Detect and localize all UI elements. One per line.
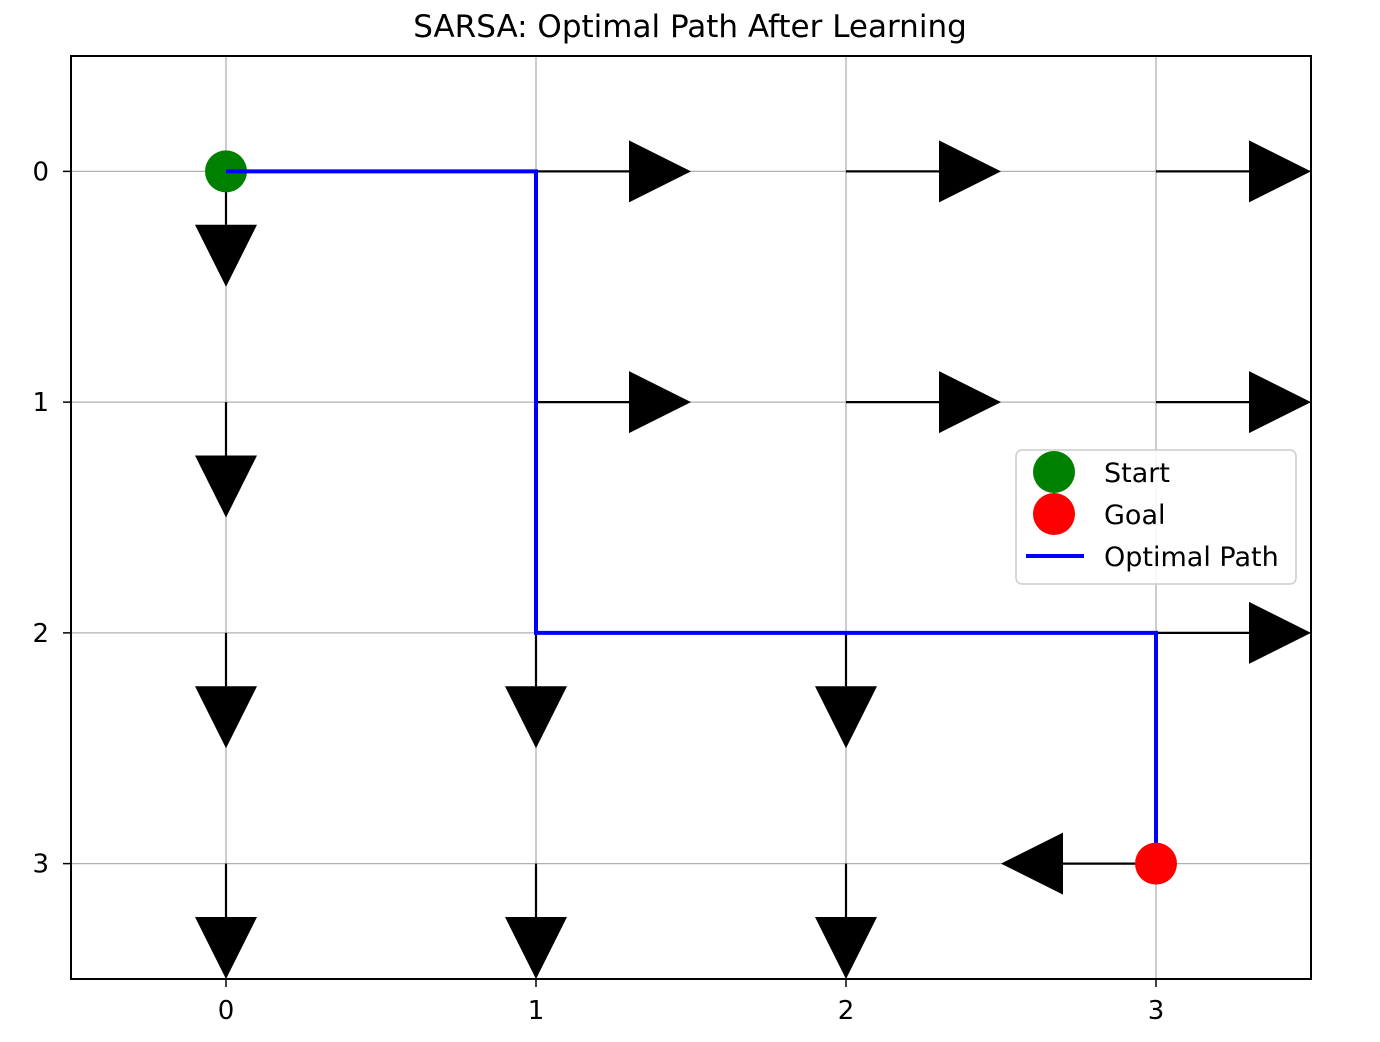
- arrow-head: [505, 686, 567, 749]
- optimal-path-line: [226, 169, 1158, 864]
- y-tick-label: 2: [32, 619, 49, 649]
- y-tick-label: 1: [32, 388, 49, 418]
- arrow-head: [195, 917, 257, 979]
- x-tick-label: 2: [838, 996, 855, 1026]
- policy-arrow: [1001, 832, 1156, 895]
- arrow-head: [195, 455, 257, 518]
- arrow-head: [195, 224, 257, 287]
- policy-arrow: [815, 632, 877, 749]
- arrow-head: [1249, 140, 1311, 203]
- arrow-head: [1249, 371, 1311, 434]
- x-tick-label: 1: [528, 996, 545, 1026]
- policy-arrow: [846, 140, 1001, 203]
- x-tick-label: 0: [218, 996, 235, 1026]
- legend-label: Goal: [1104, 500, 1166, 531]
- policy-arrow: [1156, 140, 1311, 203]
- chart-title: SARSA: Optimal Path After Learning: [413, 9, 967, 45]
- arrow-head: [1249, 601, 1311, 664]
- policy-arrow: [505, 632, 567, 749]
- goal-marker: [1135, 842, 1177, 885]
- policy-arrow: [815, 863, 877, 979]
- policy-arrow: [195, 632, 257, 749]
- arrow-head: [505, 917, 567, 979]
- arrow-head: [1001, 832, 1063, 895]
- policy-arrow: [1156, 601, 1311, 664]
- axis-ticks: 0 1 2 3 0 1 2 3: [32, 157, 1164, 1026]
- policy-arrows: [195, 140, 1311, 979]
- policy-arrow: [195, 402, 257, 518]
- arrow-head: [939, 140, 1001, 203]
- plot-frame: [70, 55, 1312, 980]
- legend-entry: Goal: [1033, 493, 1166, 535]
- arrow-head: [939, 371, 1001, 434]
- arrow-head: [629, 140, 691, 203]
- y-tick-label: 0: [32, 157, 49, 187]
- policy-arrow: [846, 371, 1001, 434]
- arrow-head: [815, 917, 877, 979]
- policy-arrow: [195, 863, 257, 979]
- policy-arrow: [536, 371, 691, 434]
- x-tick-label: 3: [1148, 996, 1165, 1026]
- legend-label: Optimal Path: [1104, 542, 1279, 573]
- legend-goal-swatch: [1033, 493, 1075, 535]
- policy-arrow: [536, 140, 691, 203]
- legend-box: [1015, 449, 1297, 585]
- legend-label: Start: [1104, 458, 1170, 489]
- arrow-head: [815, 686, 877, 749]
- arrow-head: [195, 686, 257, 749]
- optimal-path: [226, 169, 1158, 864]
- y-tick-label: 3: [32, 850, 49, 880]
- legend-start-swatch: [1033, 451, 1075, 493]
- policy-arrow: [505, 863, 567, 979]
- policy-arrow: [1156, 371, 1311, 434]
- legend-entry: Start: [1033, 451, 1170, 493]
- arrow-head: [629, 371, 691, 434]
- legend-entry: Optimal Path: [1026, 542, 1279, 573]
